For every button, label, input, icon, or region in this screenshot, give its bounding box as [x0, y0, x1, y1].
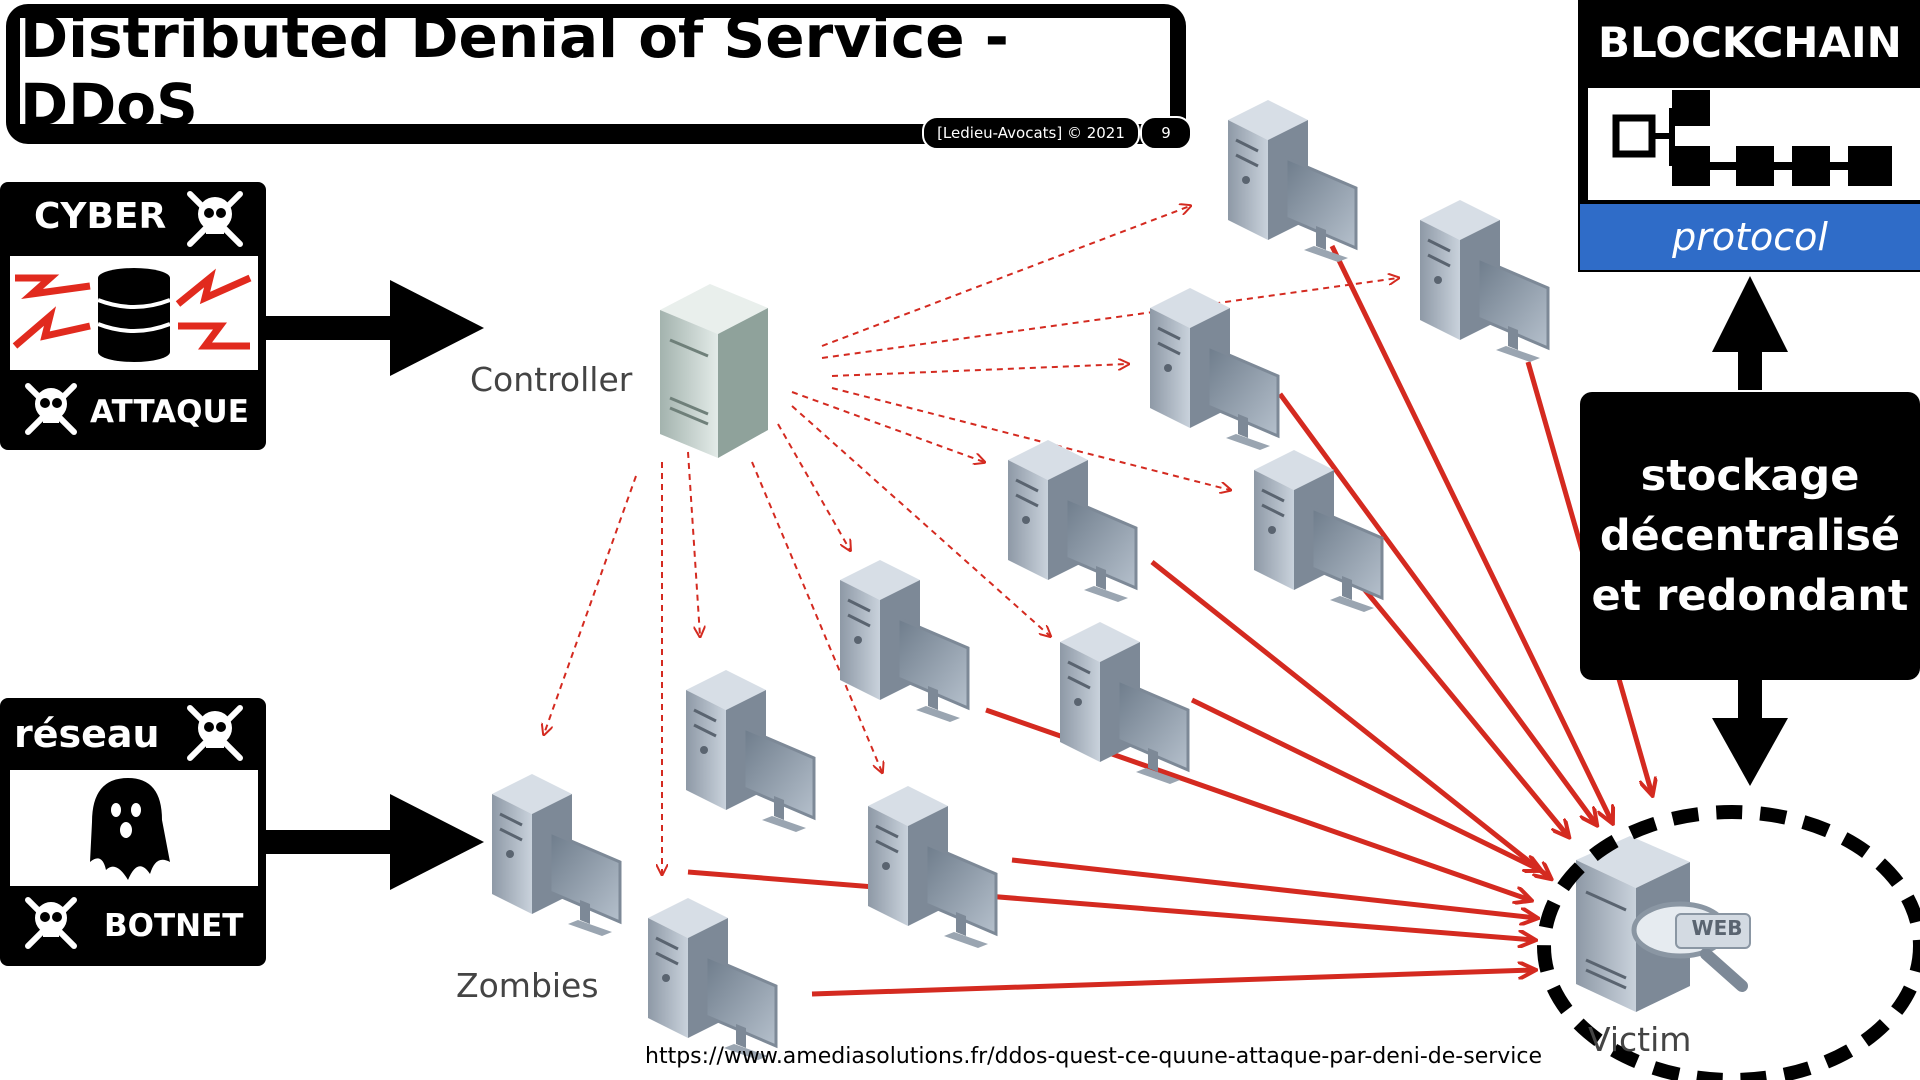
page-number-badge: 9 — [1140, 116, 1192, 150]
attack-arrow — [1329, 244, 1612, 822]
command-arrow — [544, 475, 637, 734]
source-url[interactable]: https://www.amediasolutions.fr/ddos-ques… — [645, 1044, 1543, 1069]
blockchain-chain-icon — [1612, 90, 1892, 186]
botnet-label: BOTNET — [104, 908, 244, 944]
attack-arrow — [811, 970, 1534, 997]
zombie-pc — [838, 558, 970, 724]
zombie-pc — [1148, 286, 1280, 452]
attack-image-panel — [10, 256, 258, 370]
command-arrow — [831, 364, 1128, 377]
skull-crossbones-icon — [187, 705, 243, 761]
zombie-pc — [1418, 198, 1550, 364]
credit-badge: [Ledieu-Avocats] © 2021 — [922, 116, 1140, 150]
zombie-pc — [866, 784, 998, 950]
zombie-pc — [684, 668, 816, 834]
skull-crossbones-icon — [187, 191, 243, 247]
ghost-image-panel — [10, 770, 258, 886]
reseau-label: réseau — [14, 712, 160, 756]
command-arrow — [791, 405, 1050, 636]
attack-arrow — [1190, 697, 1540, 870]
arrow-right-icon — [262, 280, 484, 376]
blockchain-image-panel — [1588, 88, 1920, 200]
zombie-pc — [1006, 438, 1138, 604]
arrow-down-icon — [1712, 680, 1788, 786]
zombie-pc — [1252, 448, 1384, 614]
attack-arrow — [1150, 560, 1550, 878]
title-inner: Distributed Denial of Service - DDoS — [20, 3, 1170, 139]
attack-arrow — [1277, 392, 1596, 824]
command-arrow — [791, 391, 984, 462]
storage-line-2: décentralisé — [1599, 511, 1901, 561]
command-arrow — [777, 423, 850, 550]
blockchain-title: BLOCKCHAIN — [1598, 18, 1902, 67]
command-arrow — [687, 451, 700, 636]
zombies-label: Zombies — [456, 966, 599, 1005]
command-arrow — [821, 278, 1398, 359]
controller-label: Controller — [470, 360, 633, 399]
command-arrow — [821, 206, 1190, 347]
arrow-up-icon — [1712, 276, 1788, 390]
web-badge: WEB — [1691, 916, 1743, 940]
command-arrows — [544, 206, 1398, 874]
skull-crossbones-icon — [25, 897, 77, 949]
attack-arrow — [1011, 857, 1536, 918]
command-arrow — [751, 461, 882, 772]
attack-arrows — [687, 244, 1652, 997]
attack-arrow — [1348, 570, 1568, 836]
victim-highlight-circle — [1537, 805, 1920, 1080]
protocol-label: protocol — [1672, 215, 1828, 259]
command-arrow — [831, 387, 1230, 490]
controller-server — [660, 284, 768, 458]
ghost-icon — [90, 778, 170, 880]
attack-arrow — [687, 869, 1534, 940]
arrow-right-icon — [262, 794, 484, 890]
page-title: Distributed Denial of Service - DDoS — [20, 3, 1009, 139]
storage-box: stockage décentralisé et redondant — [1580, 392, 1920, 680]
attaque-label: ATTAQUE — [90, 394, 249, 430]
skull-crossbones-icon — [25, 383, 77, 435]
zombie-pc — [646, 896, 778, 1062]
protocol-bar — [1580, 204, 1920, 270]
cyber-label: CYBER — [34, 196, 167, 237]
storage-line-3: et redondant — [1591, 571, 1909, 621]
victim-label: Victim — [1588, 1020, 1692, 1059]
zombie-pc — [1226, 98, 1358, 264]
zombie-pc — [490, 772, 622, 938]
database-attack-icon — [12, 268, 252, 362]
victim-server — [1576, 836, 1690, 1012]
storage-line-1: stockage — [1640, 451, 1860, 501]
web-magnifier-icon — [1631, 901, 1751, 992]
